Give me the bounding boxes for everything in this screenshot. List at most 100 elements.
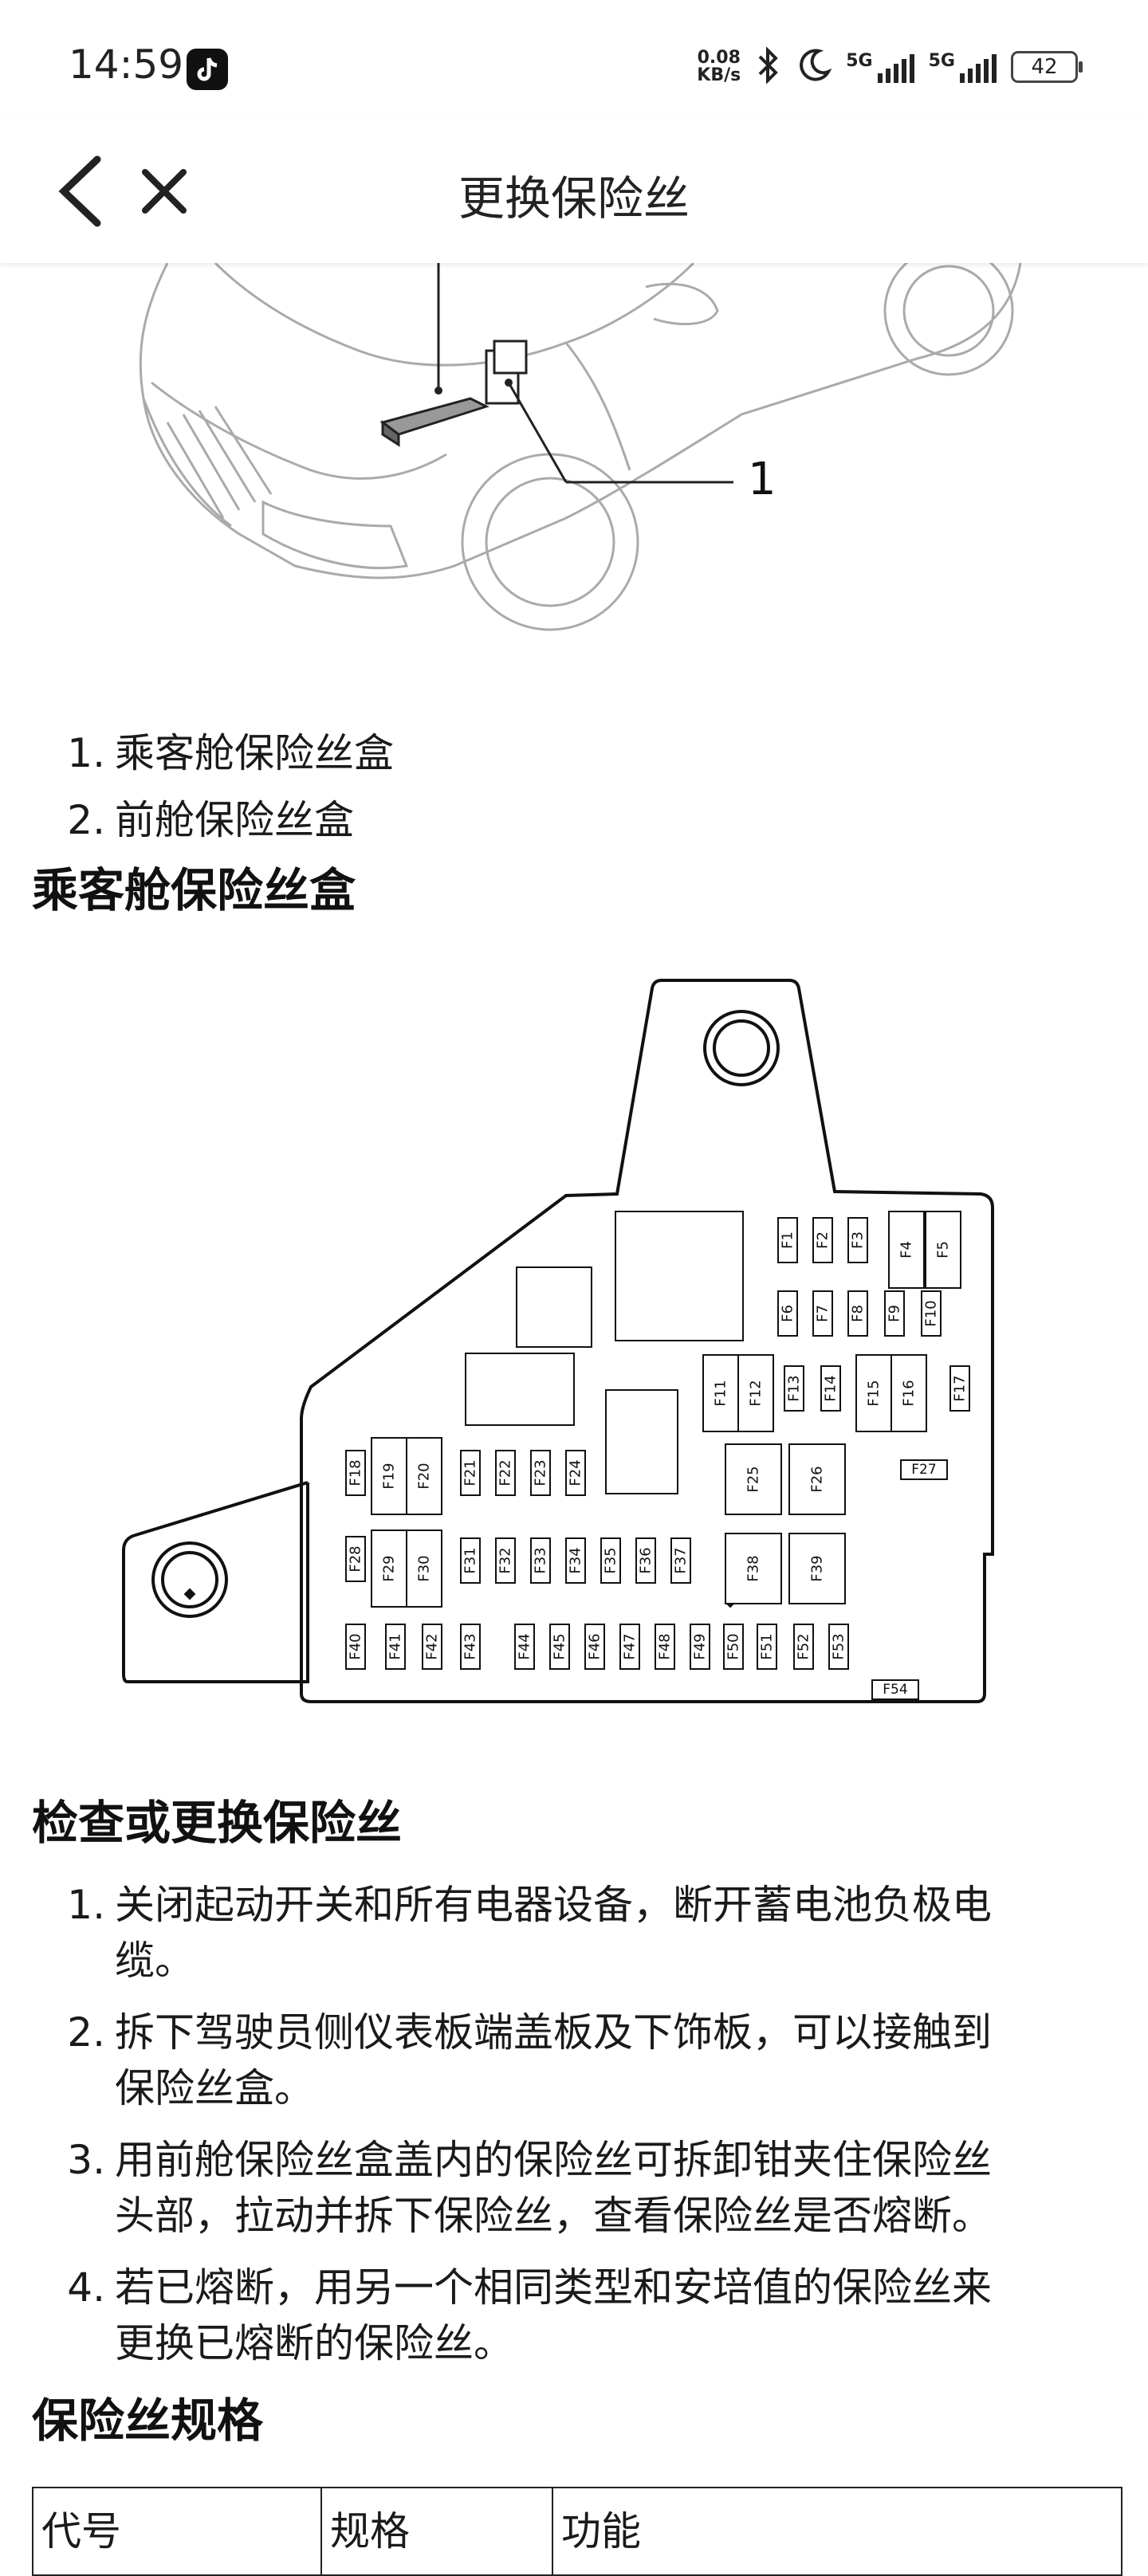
fuse-slot-f28 — [345, 1536, 366, 1582]
fuse-label: F50 — [725, 1633, 742, 1659]
fuse-slot-f24 — [565, 1450, 586, 1496]
check-replace-heading: 检查或更换保险丝 — [32, 1796, 403, 1850]
fuse-label: F27 — [911, 1462, 936, 1478]
fuse-slot-f37 — [670, 1537, 691, 1584]
fuse-label: F44 — [517, 1633, 533, 1659]
list-number: 2. — [67, 2009, 105, 2056]
fuse-slot-f32 — [495, 1537, 516, 1584]
fuse-slot-f34 — [565, 1537, 586, 1584]
fuse-label: F18 — [348, 1459, 364, 1486]
fuse-label: F2 — [815, 1231, 832, 1249]
fuse-label: F30 — [416, 1555, 433, 1581]
fuse-slot-f52 — [793, 1624, 814, 1670]
status-bar: 14:59 0.08 KB/s 5G 5G 42 — [0, 0, 1148, 120]
fuse-slot-f53 — [828, 1624, 849, 1670]
column-header-code: 代号 — [32, 2487, 322, 2576]
chevron-left-icon — [58, 155, 101, 227]
table-header-row: 代号 规格 功能 — [32, 2487, 1122, 2576]
fuse-slot-f30 — [406, 1530, 442, 1608]
fuse-label: F16 — [901, 1380, 918, 1406]
fuse-slot-f16 — [890, 1354, 927, 1432]
step-line: 用前舱保险丝盒盖内的保险丝可拆卸钳夹住保险丝 — [115, 2137, 992, 2183]
fuse-label: F13 — [786, 1375, 803, 1401]
fuse-slot-f1 — [777, 1217, 798, 1263]
fuse-label: F36 — [638, 1547, 655, 1573]
fuse-label: F25 — [745, 1466, 762, 1492]
callout-number: 1 — [748, 454, 776, 505]
list-number: 1. — [67, 730, 105, 776]
fuse-label: F10 — [923, 1300, 940, 1326]
fuse-slot-f9 — [884, 1290, 905, 1337]
fuse-label: F22 — [497, 1459, 514, 1486]
fuse-slot-f47 — [619, 1624, 640, 1670]
fuse-slot-f12 — [737, 1354, 774, 1432]
list-number: 4. — [67, 2264, 105, 2311]
step-line: 保险丝盒。 — [115, 2065, 314, 2111]
fuse-slot-f8 — [847, 1290, 868, 1337]
fuse-slot-f51 — [757, 1624, 777, 1670]
fuse-label: F15 — [866, 1380, 883, 1406]
fuse-label: F3 — [850, 1231, 867, 1249]
nav-header: 更换保险丝 — [0, 120, 1148, 263]
fuse-label: F54 — [883, 1682, 907, 1698]
fuse-label: F45 — [552, 1633, 568, 1659]
fuse-label: F39 — [809, 1555, 826, 1581]
fuse-slot-f27 — [900, 1459, 948, 1480]
fuse-slot-f29 — [371, 1530, 407, 1608]
fuse-label: F24 — [568, 1459, 584, 1486]
fuse-label: F42 — [424, 1633, 441, 1659]
list-number: 2. — [67, 797, 105, 843]
fuse-label: F41 — [387, 1633, 404, 1659]
list-text: 拆下驾驶员侧仪表板端盖板及下饰板，可以接触到 保险丝盒。 — [115, 2005, 1148, 2116]
list-text: 用前舱保险丝盒盖内的保险丝可拆卸钳夹住保险丝 头部，拉动并拆下保险丝，查看保险丝… — [115, 2132, 1148, 2244]
close-button[interactable] — [132, 159, 196, 223]
list-text: 关闭起动开关和所有电器设备，断开蓄电池负极电 缆。 — [115, 1877, 1148, 1989]
fuse-label: F34 — [568, 1547, 584, 1573]
step-line: 缆。 — [115, 1938, 195, 1984]
list-number: 3. — [67, 2137, 105, 2183]
status-icons: 0.08 KB/s 5G 5G 42 — [697, 43, 1083, 91]
page-title: 更换保险丝 — [458, 171, 690, 226]
fuse-label: F1 — [780, 1231, 796, 1249]
fuse-slot-f49 — [690, 1624, 710, 1670]
step-line: 拆下驾驶员侧仪表板端盖板及下饰板，可以接触到 — [115, 2009, 992, 2056]
fuse-slot-f17 — [949, 1365, 970, 1412]
fuse-label: F6 — [780, 1305, 796, 1322]
back-button[interactable] — [48, 151, 112, 231]
fuse-slot-f6 — [777, 1290, 798, 1337]
fuse-slot-f10 — [921, 1290, 942, 1337]
fuse-slot-f39 — [788, 1533, 846, 1604]
fuse-slot-f14 — [820, 1365, 841, 1412]
fuse-label: F7 — [815, 1305, 832, 1322]
fuse-slot-f21 — [460, 1450, 481, 1496]
fuse-label: F51 — [759, 1633, 776, 1659]
fuse-slot-f11 — [702, 1354, 739, 1432]
fuse-slot-f40 — [345, 1624, 366, 1670]
fuse-label: F46 — [587, 1633, 603, 1659]
fuse-slot-f45 — [549, 1624, 570, 1670]
fuse-slot-f38 — [725, 1533, 782, 1604]
fuse-label: F14 — [823, 1375, 839, 1401]
fuse-slot-f22 — [495, 1450, 516, 1496]
fuse-slot-f13 — [784, 1365, 804, 1412]
fuse-slot-f31 — [460, 1537, 481, 1584]
fuse-slot-f19 — [371, 1437, 407, 1515]
fuse-slot-f18 — [345, 1450, 366, 1496]
list-number: 1. — [67, 1882, 105, 1928]
fuse-label: F28 — [348, 1545, 364, 1572]
fuse-slot-f48 — [655, 1624, 675, 1670]
signal-2-label: 5G — [928, 51, 955, 71]
fuse-label: F49 — [692, 1633, 709, 1659]
close-icon — [142, 169, 187, 214]
fuse-label: F8 — [850, 1305, 867, 1322]
fuse-slot-f46 — [584, 1624, 605, 1670]
fuse-label: F33 — [533, 1547, 549, 1573]
fuse-label: F21 — [462, 1459, 479, 1486]
fuse-label: F43 — [462, 1633, 479, 1659]
fuse-slot-f20 — [406, 1437, 442, 1515]
fuse-slot-f4 — [888, 1211, 925, 1289]
fuse-label: F9 — [887, 1305, 903, 1322]
fuse-label: F26 — [809, 1466, 826, 1492]
fuse-slot-f23 — [530, 1450, 551, 1496]
